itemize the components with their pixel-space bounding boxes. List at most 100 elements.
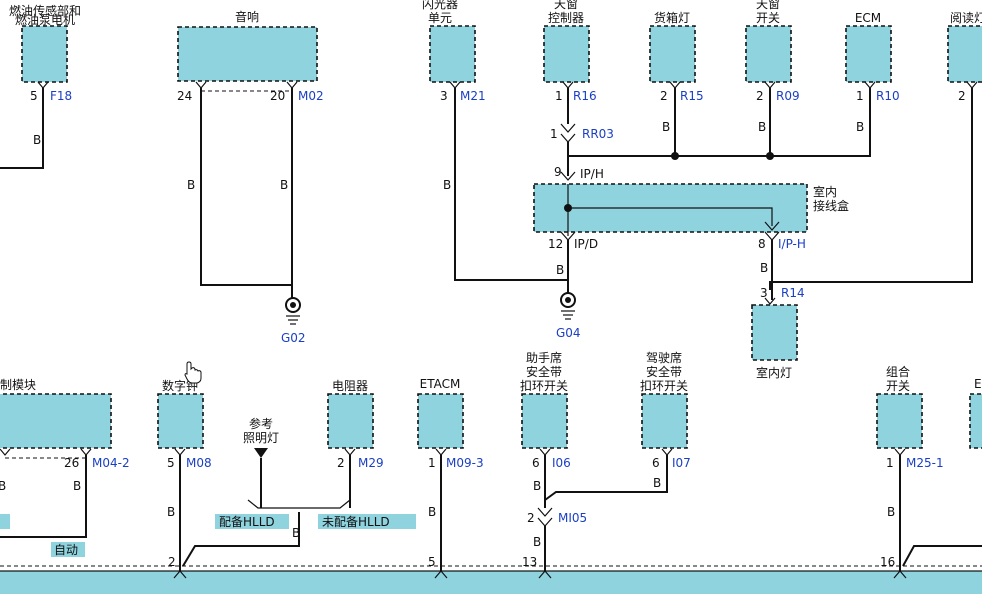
pin-1-r10: 1 bbox=[856, 89, 864, 103]
cargo-lamp-box bbox=[649, 25, 696, 83]
sunroof-switch-label-1: 天窗 bbox=[756, 0, 780, 11]
room-lamp-box bbox=[751, 304, 798, 361]
pin-26: 26 bbox=[64, 456, 79, 470]
connector-m29: M29 bbox=[358, 456, 384, 470]
connector-r09: R09 bbox=[776, 89, 800, 103]
ecm-label: ECM bbox=[855, 11, 881, 25]
combination-switch-label-2: 开关 bbox=[886, 379, 910, 393]
junction-box-label-2: 接线盒 bbox=[813, 198, 849, 213]
resistor-box bbox=[327, 393, 374, 449]
pin-8: 8 bbox=[758, 237, 766, 251]
fuel-sender-label-2: 燃油泵电机 bbox=[15, 12, 75, 27]
connector-f18: F18 bbox=[50, 89, 72, 103]
connector-mi05: MI05 bbox=[558, 511, 587, 525]
passenger-buckle-label-1: 助手席 bbox=[526, 350, 562, 365]
pin-1-m25: 1 bbox=[886, 456, 894, 470]
wire-color: B bbox=[187, 178, 195, 192]
tag-not-equipped: 未配备HLLD bbox=[322, 515, 390, 529]
connector-m21: M21 bbox=[460, 89, 486, 103]
pin-6-i06: 6 bbox=[532, 456, 540, 470]
wire-color: B bbox=[758, 120, 766, 134]
fuel-sender-box bbox=[21, 25, 68, 83]
pin-2-r15: 2 bbox=[660, 89, 668, 103]
connector-m09-3: M09-3 bbox=[446, 456, 484, 470]
wire-color: B bbox=[887, 505, 895, 519]
connector-i07: I07 bbox=[672, 456, 691, 470]
edge-component-box bbox=[969, 393, 982, 449]
sunroof-controller-box bbox=[543, 25, 590, 83]
pin-20: 20 bbox=[270, 89, 285, 103]
connector-ipd: IP/D bbox=[574, 237, 598, 251]
control-module-label: 制模块 bbox=[0, 378, 36, 392]
ground-g02: G02 bbox=[281, 331, 306, 345]
pin-3-r14: 3 bbox=[760, 286, 768, 300]
wire-color: B bbox=[533, 479, 541, 493]
pin-12: 12 bbox=[548, 237, 563, 251]
flasher-label-2: 单元 bbox=[428, 11, 452, 25]
audio-label: 音响 bbox=[235, 9, 259, 24]
sunroof-controller-label-1: 天窗 bbox=[554, 0, 578, 11]
connector-iph: IP/H bbox=[580, 167, 604, 181]
wire-color: B bbox=[533, 535, 541, 549]
pin-2-r09: 2 bbox=[756, 89, 764, 103]
fuel-sender-label-1: 燃油传感部和 bbox=[9, 3, 81, 18]
bus-pin-16: 16 bbox=[880, 555, 895, 569]
pin-9: 9 bbox=[554, 165, 562, 179]
pin-1-m09: 1 bbox=[428, 456, 436, 470]
driver-buckle-label-3: 扣环开关 bbox=[640, 379, 688, 393]
combination-switch-label-1: 组合 bbox=[886, 364, 910, 379]
reading-lamp-box bbox=[947, 25, 982, 83]
driver-buckle-label-2: 安全带 bbox=[646, 364, 682, 379]
pin-2-m29: 2 bbox=[337, 456, 345, 470]
connector-m25-1: M25-1 bbox=[906, 456, 944, 470]
control-module-box bbox=[0, 393, 112, 449]
connector-r10: R10 bbox=[876, 89, 900, 103]
tag-auto-box bbox=[51, 542, 85, 557]
pin-6-i07: 6 bbox=[652, 456, 660, 470]
audio-box bbox=[177, 26, 318, 82]
passenger-buckle-label-3: 扣环开关 bbox=[520, 379, 568, 393]
wire-color: B bbox=[856, 120, 864, 134]
pin-3-flasher: 3 bbox=[440, 89, 448, 103]
connector-r16: R16 bbox=[573, 89, 597, 103]
bus-pin-2: 2 bbox=[168, 555, 176, 569]
tag-equipped-box bbox=[215, 514, 289, 529]
connector-rr03: RR03 bbox=[582, 127, 614, 141]
sunroof-switch-label-2: 开关 bbox=[756, 11, 780, 25]
pin-24: 24 bbox=[177, 89, 192, 103]
connector-i06: I06 bbox=[552, 456, 571, 470]
cargo-lamp-label: 货箱灯 bbox=[654, 10, 690, 25]
wire-color: B bbox=[653, 476, 661, 490]
room-lamp-label: 室内灯 bbox=[756, 365, 792, 380]
wire-color: B bbox=[280, 178, 288, 192]
wire-color: B bbox=[428, 505, 436, 519]
connector-m08: M08 bbox=[186, 456, 212, 470]
connector-r14: R14 bbox=[781, 286, 805, 300]
bus-bar bbox=[0, 570, 982, 594]
driver-buckle-label-1: 驾驶席 bbox=[646, 350, 682, 365]
wire-color: B bbox=[760, 261, 768, 275]
bus-pin-5: 5 bbox=[428, 555, 436, 569]
tag-auto: 自动 bbox=[54, 543, 78, 557]
etacm-box bbox=[417, 393, 464, 449]
wire-color: B bbox=[292, 526, 300, 540]
pin-1-r16: 1 bbox=[555, 89, 563, 103]
combination-switch-box bbox=[876, 393, 923, 449]
wire-color: B bbox=[73, 479, 81, 493]
bus-pin-13: 13 bbox=[522, 555, 537, 569]
cursor-hand-icon bbox=[184, 361, 202, 384]
passenger-buckle-box bbox=[521, 393, 568, 449]
connector-ip-h: I/P-H bbox=[778, 237, 806, 251]
wire-color: B bbox=[662, 120, 670, 134]
tag-not-equipped-box bbox=[318, 514, 416, 529]
wire-color: B bbox=[33, 133, 41, 147]
ground-g04: G04 bbox=[556, 326, 581, 340]
illum-label-1: 参考 bbox=[249, 416, 273, 431]
pin-5-fuel: 5 bbox=[30, 89, 38, 103]
driver-buckle-box bbox=[641, 393, 688, 449]
digital-clock-box bbox=[157, 393, 204, 449]
passenger-buckle-label-2: 安全带 bbox=[526, 364, 562, 379]
resistor-label: 电阻器 bbox=[332, 379, 368, 393]
connector-m04-2: M04-2 bbox=[92, 456, 130, 470]
